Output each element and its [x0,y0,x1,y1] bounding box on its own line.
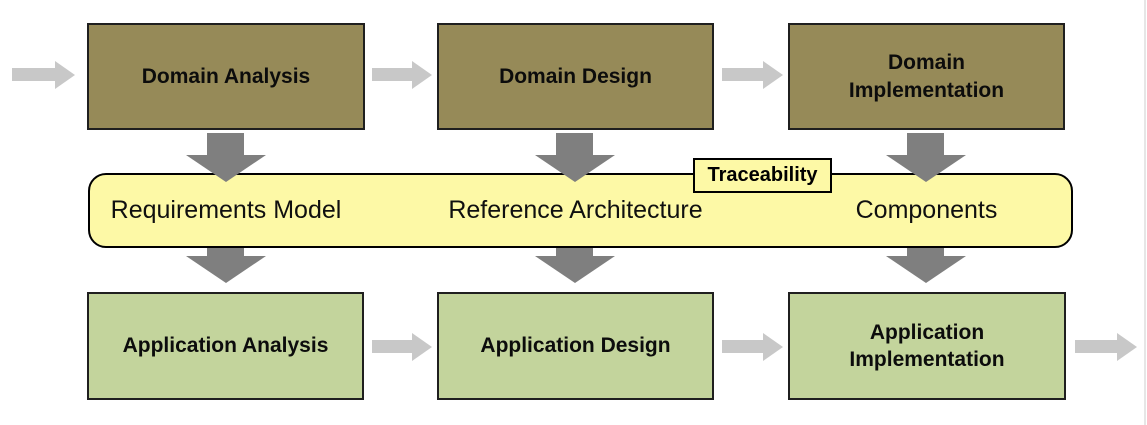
domain-analysis-label: Domain Analysis [141,64,311,88]
domain-design-box: Domain Design [437,23,714,130]
application-implementation-box: Application Implementation [788,292,1066,400]
arrow-head [55,61,75,89]
application-design-label: Application Design [480,334,671,358]
application-analysis-to-design-right-arrow [372,333,432,361]
domain-implementation-box: Domain Implementation [788,23,1065,130]
arrow-shaft [1075,340,1118,353]
components-label: Components [855,196,998,224]
domain-implementation-label: Domain Implementation [848,51,1005,102]
arrow-shaft [907,133,944,155]
flow-in-right-arrow [12,61,75,89]
arrow-head [535,256,615,283]
arrow-head [412,61,432,89]
domain-design-to-implementation-right-arrow [722,61,783,89]
page-edge-line [1144,0,1146,425]
traceability-label: Traceability [707,164,818,186]
arrow-shaft [556,133,593,155]
reference-architecture-label: Reference Architecture [448,196,703,224]
arrow-head [1117,333,1137,361]
arrow-head [186,155,266,182]
arrow-head [412,333,432,361]
requirements-model-label: Requirements Model [110,196,342,224]
application-design-to-implementation-right-arrow [722,333,783,361]
application-analysis-box: Application Analysis [87,292,364,400]
arrow-shaft [12,68,56,81]
arrow-head [886,256,966,283]
arrow-shaft [722,340,764,353]
arrow-head [763,333,783,361]
arrow-shaft [722,68,764,81]
traceability-tag: Traceability [693,158,832,193]
arrow-head [535,155,615,182]
arrow-shaft [207,133,244,155]
arrow-head [186,256,266,283]
domain-analysis-to-design-right-arrow [372,61,432,89]
application-analysis-label: Application Analysis [122,334,329,358]
arrow-shaft [372,340,413,353]
flow-out-right-arrow [1075,333,1137,361]
domain-analysis-box: Domain Analysis [87,23,365,130]
arrow-shaft [372,68,413,81]
arrow-head [763,61,783,89]
application-implementation-label: Application Implementation [849,320,1005,371]
artifacts-band [88,173,1073,248]
arrow-head [886,155,966,182]
application-design-box: Application Design [437,292,714,400]
domain-design-label: Domain Design [499,64,652,88]
